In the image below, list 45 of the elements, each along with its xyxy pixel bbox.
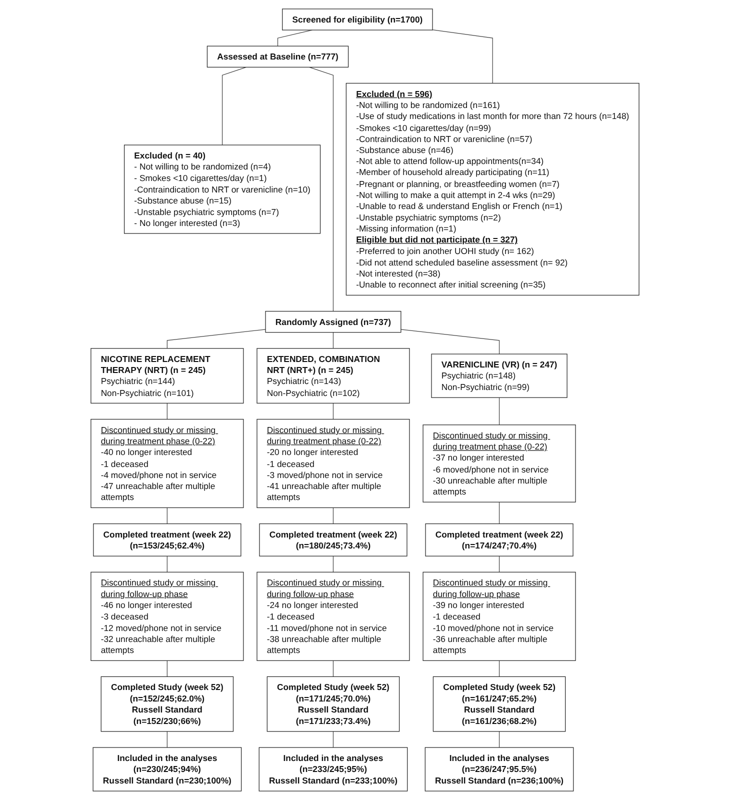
node-box: Discontinued study or missing during treatment phase (0-22) -20 no longer interested -1 deceased -3 moved/phone not in service -41 unreachable after multiple attempts bbox=[256, 418, 410, 508]
connector bbox=[498, 556, 500, 572]
node-box: Completed treatment (week 22) (n=153/245;62.4%) bbox=[92, 523, 241, 556]
node-box: Completed treatment (week 22) (n=174/247;70.4%) bbox=[424, 523, 573, 556]
node-box: EXTENDED, COMBINATION NRT (NRT+) (n = 245) Psychiatric (n=143) Non-Psychiatric (n=102) bbox=[256, 348, 410, 404]
node-box: Included in the analyses (n=233/245;95%) Russell Standard (n=233;100%) bbox=[258, 747, 408, 792]
connector bbox=[332, 660, 334, 677]
connector bbox=[166, 402, 167, 420]
node-box: Screened for eligibility (n=1700) bbox=[282, 8, 432, 30]
node-box: Discontinued study or missing during follow-up phase -46 no longer interested -3 deceased -12 moved/phone not in service -32 unreachable after multiple attempts bbox=[90, 572, 244, 661]
node-box: Completed treatment (week 22) (n=180/245;73.4%) bbox=[258, 523, 407, 556]
connector bbox=[276, 30, 312, 46]
connector bbox=[166, 507, 167, 524]
connector bbox=[332, 556, 334, 572]
node-box: Discontinued study or missing during follow-up phase -39 no longer interested -1 deceased -10 moved/phone not in service -36 unreachable after multiple attempts bbox=[422, 572, 576, 661]
connector bbox=[498, 502, 500, 524]
connector bbox=[166, 660, 167, 677]
node-box: Completed Study (week 52) (n=161/247;65.2%) Russell Standard (n=161/236;68.2%) bbox=[432, 676, 566, 732]
node-box: Excluded (n = 40) - Not willing to be randomized (n=4) - Smokes <10 cigarettes/day (n=1) -Contraindication to NRT or varenicline (n=10) -Substance abuse (n=15) -Unstable psychiatric symptoms (n=7) - No longer interested (n=3) bbox=[124, 144, 320, 234]
node-box: Excluded (n = 596) -Not willing to be randomized (n=161) -Use of study medications in last month for more than 72 hours (n=148) -Smokes <10 cigarettes/day (n=99) -Contraindication to NRT or varenicline (n=57) -Substance abuse (n=46) -Not able to attend follow-up appointments(n=34) -Member of household already participating (n=11) -Pregnant or planning, or breastfeeding women (n=7) -Not willing to make a quit attempt in 2-4 wks (n=29) -Unable to read & understand English or French (n=1) -Unstable psychiatric symptoms (n=2) -Missing information (n=1) Eligible but did not participate (n = 327) -Preferred to join another UOHI study (n= 162) -Did not attend scheduled baseline assessment (n= 92) -Not interested (n=38) -Unable to reconnect after initial screening (n=35) bbox=[345, 82, 639, 296]
node-box: Included in the analyses (n=236/247;95.5%) Russell Standard (n=236;100%) bbox=[424, 747, 574, 792]
connector bbox=[400, 329, 500, 354]
connector bbox=[221, 66, 246, 146]
node-box: Completed Study (week 52) (n=152/245;62.0%) Russell Standard (n=152/230;66%) bbox=[100, 676, 234, 732]
node-box: Included in the analyses (n=230/245;94%) Russell Standard (n=230;100%) bbox=[92, 747, 242, 792]
connector bbox=[332, 731, 334, 748]
node-box: Discontinued study or missing during follow-up phase -24 no longer interested -1 deceased -11 moved/phone not in service -38 unreachable after multiple attempts bbox=[256, 572, 410, 661]
connector bbox=[308, 66, 334, 312]
connector bbox=[332, 332, 334, 349]
connector bbox=[332, 402, 334, 420]
connector bbox=[498, 660, 500, 677]
connector bbox=[166, 556, 167, 572]
connector bbox=[432, 30, 492, 84]
node-box: Randomly Assigned (n=737) bbox=[264, 310, 401, 333]
node-box: NICOTINE REPLACEMENT THERAPY (NRT) (n = 245) Psychiatric (n=144) Non-Psychiatric (n=101) bbox=[90, 348, 244, 404]
connector bbox=[498, 397, 500, 426]
connector bbox=[498, 731, 500, 748]
node-box: Assessed at Baseline (n=777) bbox=[206, 46, 348, 68]
connector bbox=[166, 731, 167, 748]
node-box: Discontinued study or missing during treatment phase (0-22) -40 no longer interested -1 deceased -4 moved/phone not in service -47 unreachable after multiple attempts bbox=[90, 418, 244, 508]
node-box: VARENICLINE (VR) (n = 247) Psychiatric (n=148) Non-Psychiatric (n=99) bbox=[430, 354, 567, 398]
node-box: Completed Study (week 52) (n=171/245;70.0%) Russell Standard (n=171/233;73.4%) bbox=[266, 676, 400, 732]
connector bbox=[166, 329, 266, 349]
node-box: Discontinued study or missing during treatment phase (0-22) -37 no longer interested -6 moved/phone not in service -30 unreachable after multiple attempts bbox=[422, 424, 576, 502]
connector bbox=[332, 507, 334, 524]
